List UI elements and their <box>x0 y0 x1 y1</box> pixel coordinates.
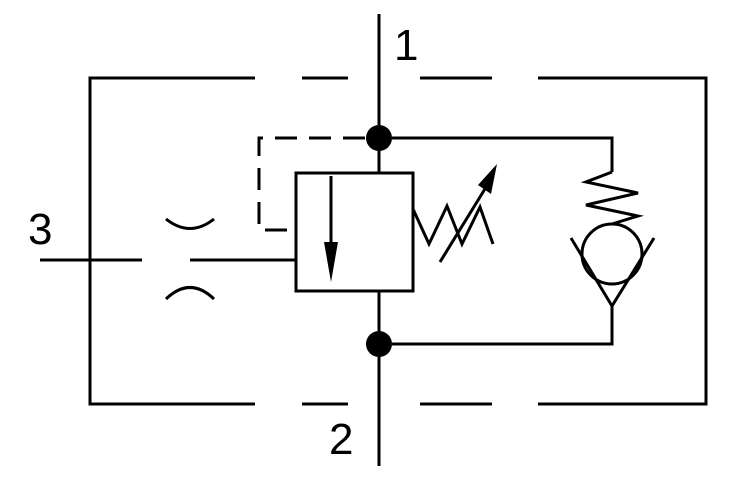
orifice-restrictor-icon <box>164 217 216 301</box>
enclosure-boundary <box>88 76 708 406</box>
junction-dot-top <box>366 125 392 151</box>
check-ball-icon <box>580 222 644 286</box>
port-label-2: 2 <box>329 415 353 464</box>
junction-dot-bottom <box>366 331 392 357</box>
port-label-1: 1 <box>394 21 418 70</box>
check-valve-branch <box>392 136 656 346</box>
port-label-3: 3 <box>28 205 52 254</box>
pilot-line <box>257 136 365 232</box>
adjustable-spring-icon <box>411 164 497 263</box>
check-spring-icon <box>580 170 644 226</box>
valve-body <box>294 171 415 293</box>
flow-arrow-icon <box>324 242 338 282</box>
